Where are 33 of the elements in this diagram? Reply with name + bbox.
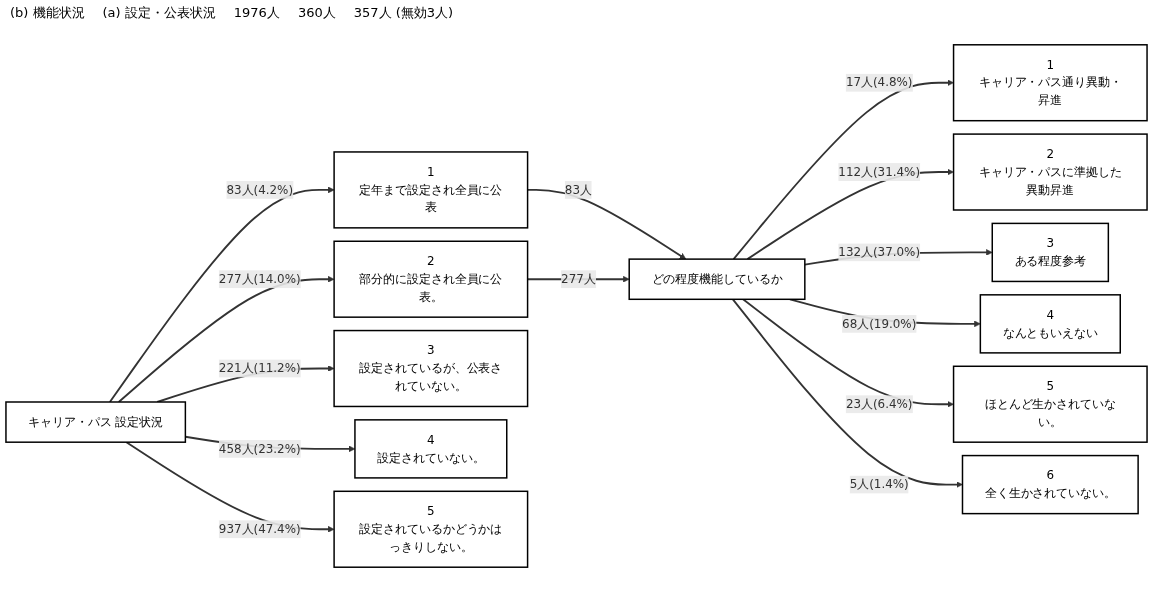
node-box: 6 全く生かされていない。 xyxy=(961,454,1139,515)
edge-label: 112人(31.4%) xyxy=(838,164,921,179)
node-box: 3 設定されているが、公表されていない。 xyxy=(333,329,529,408)
edge-label: 221人(11.2%) xyxy=(218,361,301,376)
node-box: キャリア・パス 設定状況 xyxy=(5,401,187,443)
arrow xyxy=(742,298,954,408)
edge-label: 458人(23.2%) xyxy=(218,441,301,456)
node-box: 2 部分的に設定され全員に公表。 xyxy=(333,240,529,318)
node-box: どの程度機能しているか xyxy=(628,258,806,301)
node-box: 4 なんともいえない xyxy=(979,294,1121,354)
node-box: 5 ほとんど生かされていない。 xyxy=(952,365,1148,443)
edge-label: 17人(4.8%) xyxy=(845,75,913,90)
edge-label: 277人 xyxy=(561,271,596,286)
node-box: 2 キャリア・パスに準拠した異動昇進 xyxy=(952,133,1148,211)
node-box: 1 定年まで設定され全員に公表 xyxy=(333,151,529,229)
edge-label: 277人(14.0%) xyxy=(218,271,301,286)
arrow xyxy=(731,298,963,488)
note-text: 1976人 xyxy=(233,4,280,22)
edge-label: 937人(47.4%) xyxy=(218,521,301,536)
edge-label: 68人(19.0%) xyxy=(842,316,917,331)
note-text: 360人 xyxy=(297,4,336,22)
node-box: 3 ある程度参考 xyxy=(991,222,1110,283)
edge-label: 83人 xyxy=(564,182,592,197)
note-text: (a) 設定・公表状況 xyxy=(102,4,216,22)
edge-label: 83人(4.2%) xyxy=(226,182,294,197)
node-box: 4 設定されていない。 xyxy=(354,419,508,479)
edge-label: 23人(6.4%) xyxy=(845,396,913,411)
node-box: 1 キャリア・パス通り異動・昇進 xyxy=(952,44,1148,122)
node-box: 5 設定されているかどうかはっきりしない。 xyxy=(333,490,529,568)
edge-label: 132人(37.0%) xyxy=(838,244,921,260)
note-text: 357人 (無効3人) xyxy=(353,4,454,22)
edge-label: 5人(1.4%) xyxy=(849,477,909,492)
note-text: (b) 機能状況 xyxy=(10,4,85,22)
